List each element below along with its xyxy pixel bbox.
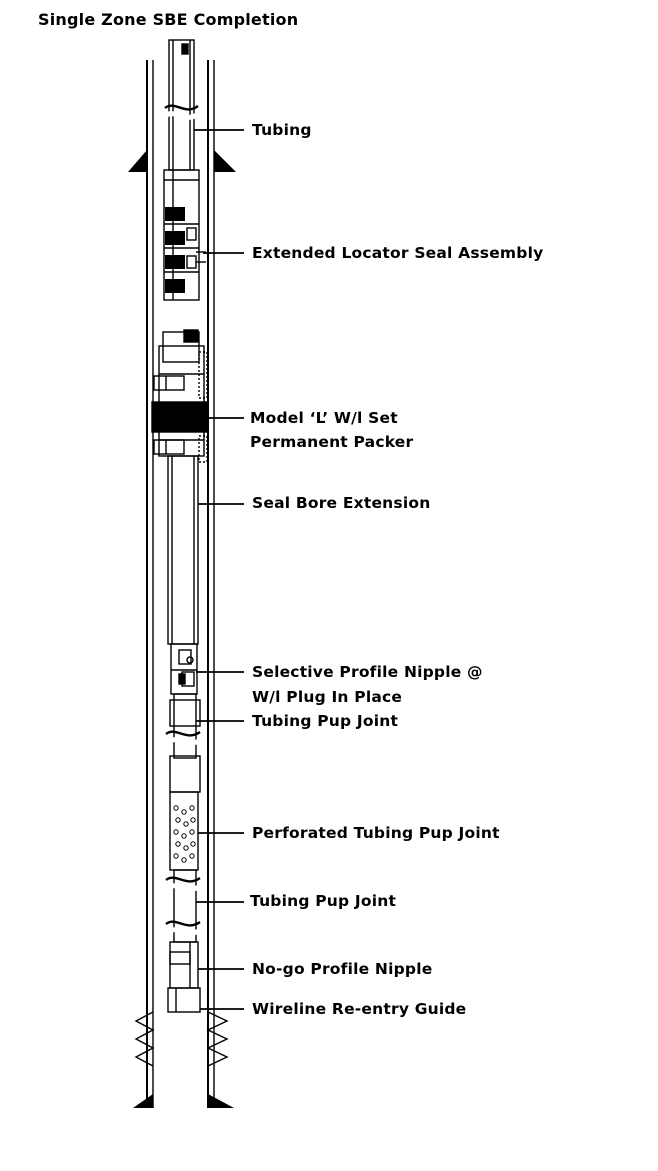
label-packer-line2: Permanent Packer [250,433,414,451]
label-tubing: Tubing [252,121,312,139]
tubing-pup-joint-lower [164,869,202,943]
label-nogo-nipple: No-go Profile Nipple [252,960,433,978]
label-perforated-pup-joint: Perforated Tubing Pup Joint [252,824,500,842]
casing [128,60,236,1108]
label-packer-line1: Model ‘L’ W/l Set [250,409,398,427]
wireline-reentry-guide [167,987,201,1013]
seal-bore-extension [167,455,199,645]
selective-profile-nipple [170,643,198,695]
label-pup-joint-lower: Tubing Pup Joint [250,892,397,910]
leader-lines [194,129,244,1010]
permanent-packer [151,329,209,463]
label-reentry-guide: Wireline Re-entry Guide [252,1000,467,1018]
label-seal-bore-extension: Seal Bore Extension [252,494,431,512]
tubing [163,39,200,171]
label-profile-nipple-line2: W/l Plug In Place [252,688,403,706]
tubing-pup-joint-upper [164,693,202,793]
label-pup-joint-upper: Tubing Pup Joint [252,712,399,730]
seal-assembly [163,169,206,301]
label-seal-assembly: Extended Locator Seal Assembly [252,244,544,262]
label-profile-nipple-line1: Selective Profile Nipple @ [252,663,483,681]
perforated-pup-joint [169,791,199,871]
nogo-profile-nipple [169,941,199,989]
page-title: Single Zone SBE Completion [38,10,299,29]
